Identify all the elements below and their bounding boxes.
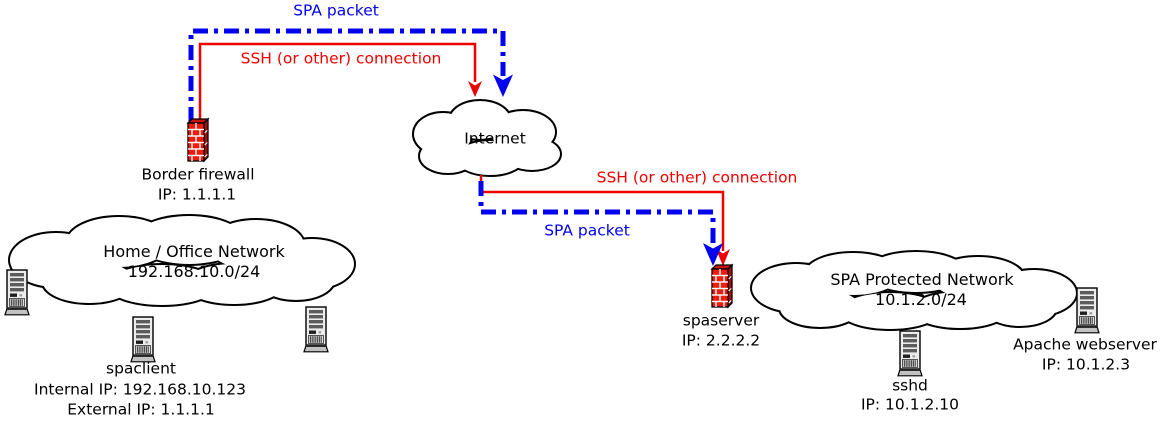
home-network-subnet: 192.168.10.0/24 [127,262,261,281]
internet-label: Internet [464,129,526,148]
ssh-arrow-right [716,249,730,266]
spaclient-computer-icon [130,316,156,363]
spa-network-subnet: 10.1.2.0/24 [875,290,967,309]
workstation-icon [303,306,329,353]
home-network-title: Home / Office Network [103,242,285,261]
spaserver-ip: IP: 2.2.2.2 [681,331,761,350]
apache-webserver-label: Apache webserver [1013,335,1157,354]
apache-server-icon [1074,287,1100,334]
sshd-label: sshd [892,376,928,395]
sshd-ip: IP: 10.1.2.10 [860,395,960,414]
ssh-connection-label-top: SSH (or other) connection [240,49,442,68]
spaclient-external-ip: External IP: 1.1.1.1 [67,400,215,419]
spa-packet-arrow-left [493,74,513,97]
spaserver-label: spaserver [682,311,760,330]
spaclient-internal-ip: Internal IP: 192.168.10.123 [34,380,246,399]
border-firewall-ip: IP: 1.1.1.1 [157,185,237,204]
spaserver-firewall-icon [711,264,733,308]
sshd-server-icon [897,330,923,377]
ssh-connection-label-right: SSH (or other) connection [596,168,798,187]
workstation-icon [4,269,30,316]
spa-packet-label-bottom: SPA packet [544,221,630,240]
spa-packet-arrow-right [703,243,723,266]
spa-packet-line-left [188,28,506,122]
ssh-arrow-left [468,81,482,97]
spa-packet-label-top: SPA packet [293,1,379,20]
spa-network-title: SPA Protected Network [830,270,1014,289]
spa-packet-line-right [478,181,716,245]
border-firewall-icon [187,118,209,162]
apache-webserver-ip: IP: 10.1.2.3 [1041,355,1131,374]
ssh-connection-line-left [198,42,477,122]
border-firewall-label: Border firewall [141,165,255,184]
spaclient-label: spaclient [106,359,176,378]
